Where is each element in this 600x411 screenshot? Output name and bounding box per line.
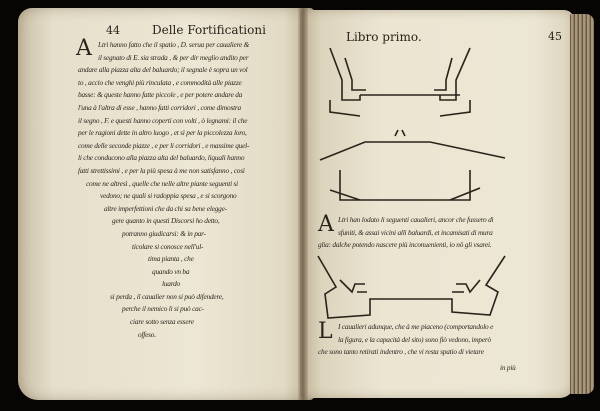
text-line: che sono tanto retirati indentro , che v… [318, 347, 484, 357]
text-line: Ltri han lodato li seguenti caualieri, a… [338, 215, 494, 224]
left-page-text: Ltri hanno fatto che il spatio , D. seru… [78, 39, 249, 341]
text-line: offeso. [138, 329, 156, 339]
text-line: tima pianta , che [148, 254, 194, 264]
right-page-number: 45 [548, 30, 562, 43]
text-line: per le ragioni dette in altro luogo , et… [78, 128, 247, 138]
diagram-cavalier-plan-3 [317, 255, 506, 319]
right-running-head: Libro primo. [346, 30, 422, 44]
text-line: I caualieri adunque, che à me piaceno (c… [338, 322, 494, 331]
text-line: come ne altresì , quelle che nelle altre… [86, 178, 238, 188]
left-running-head: Delle Fortificationi [152, 23, 266, 37]
text-line: glia: dalche potendo nascere più inconue… [318, 240, 492, 250]
text-line: to , accio che venghi più rinculata , e … [78, 77, 242, 87]
text-line: andare alla piazza alta del baluardo; il… [78, 65, 248, 75]
text-line: come delle seconde piazze , e per li cor… [78, 140, 250, 150]
right-drop-cap-l: L [318, 319, 333, 344]
catchword: in più [500, 363, 516, 372]
page-edges [570, 14, 594, 394]
diagram-cavalier-plan-2 [319, 129, 506, 201]
text-line: altre imperfettioni che da chi sa bene e… [104, 203, 227, 213]
text-line: sfuniti, & assai vicini alli baluardi, e… [338, 227, 493, 237]
text-line: il segnato di E. sia strada , & per dir … [98, 52, 249, 62]
diagram-cavalier-plan-1 [329, 47, 471, 117]
text-line: ciare sotto senza essere [130, 317, 194, 327]
text-line: fatti strettissimi , e per la più spesa … [78, 165, 245, 175]
left-page [18, 8, 314, 400]
text-line: li che conducono alla piazza alta del ba… [78, 153, 245, 163]
text-line: Ltri hanno fatto che il spatio , D. seru… [98, 40, 250, 49]
text-line: luardo [162, 279, 180, 289]
book-gutter [298, 8, 308, 400]
left-page-number: 44 [106, 24, 120, 37]
text-line: ticolare si conosce nell'ul- [132, 241, 204, 251]
text-line: la figura, e la capacità del sito) sono … [338, 334, 491, 344]
right-drop-cap-a: A [318, 212, 334, 237]
text-line: perche il nemico li si può cac- [122, 304, 204, 314]
right-paragraph-2: I caualieri adunque, che à me piaceno (c… [318, 321, 493, 359]
right-page [300, 10, 574, 398]
text-line: potranno giudicarsi: & in par- [122, 228, 206, 238]
text-line: basse: & queste hanno fatte piccole , e … [78, 90, 243, 100]
text-line: quando vn ba [152, 266, 190, 276]
right-paragraph-1: Ltri han lodato li seguenti caualieri, a… [318, 214, 494, 252]
text-line: si perda , il caualier non si può difend… [110, 291, 224, 301]
text-line: l'una à l'altra di esse , hanno fatti co… [78, 102, 242, 112]
text-line: gere quanto in questi Discorsi ho detto, [112, 216, 220, 226]
text-line: vedono; ne quali si radoppia spesa , e s… [100, 191, 237, 201]
text-line: il segno , F. e questi hanno coperti con… [78, 115, 248, 125]
left-drop-cap: A [76, 36, 92, 61]
